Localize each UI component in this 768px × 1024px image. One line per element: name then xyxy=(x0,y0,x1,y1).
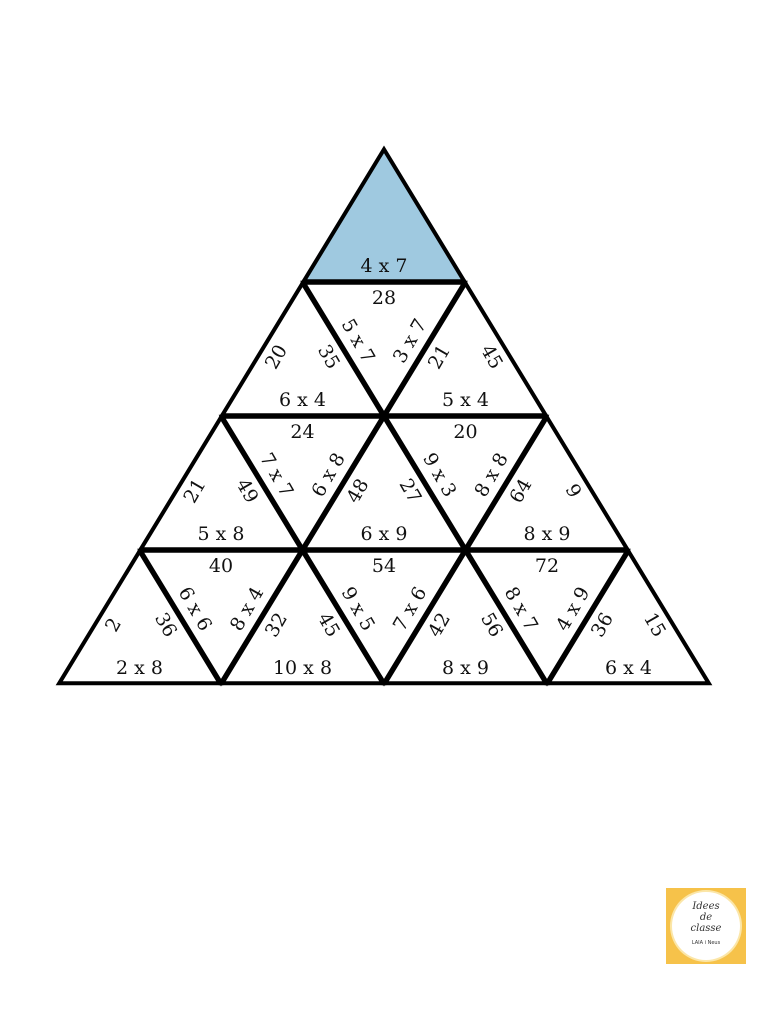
edge-label-bottom: 5 x 4 xyxy=(442,389,489,411)
edge-label-top: 72 xyxy=(535,555,559,577)
edge-label-top: 40 xyxy=(209,555,233,577)
edge-label-bottom: 4 x 7 xyxy=(361,255,408,277)
logo-tagline: LAIA i Neus xyxy=(691,940,721,946)
edge-label-bottom: 5 x 8 xyxy=(198,523,245,545)
edge-label-top: 24 xyxy=(290,421,314,443)
logo-line-3: classe xyxy=(690,923,722,934)
piece-row1-up-1[interactable]: 4 x 7 xyxy=(300,145,468,284)
logo-line-1: Idees xyxy=(692,901,720,912)
brand-logo: Idees de classe LAIA i Neus xyxy=(666,888,746,964)
piece-outline xyxy=(544,547,713,686)
edge-label-top: 20 xyxy=(453,421,477,443)
edge-label-bottom: 2 x 8 xyxy=(116,657,163,679)
edge-label-bottom: 8 x 9 xyxy=(442,657,489,679)
edge-label-bottom: 6 x 4 xyxy=(605,657,652,679)
edge-label-top: 54 xyxy=(372,555,396,577)
edge-label-bottom: 10 x 8 xyxy=(273,657,332,679)
edge-label-bottom: 6 x 4 xyxy=(279,389,326,411)
logo-badge: Idees de classe LAIA i Neus xyxy=(672,892,740,960)
edge-label-bottom: 6 x 9 xyxy=(361,523,408,545)
logo-line-2: de xyxy=(699,912,713,923)
edge-label-bottom: 8 x 9 xyxy=(524,523,571,545)
edge-label-top: 28 xyxy=(372,287,396,309)
